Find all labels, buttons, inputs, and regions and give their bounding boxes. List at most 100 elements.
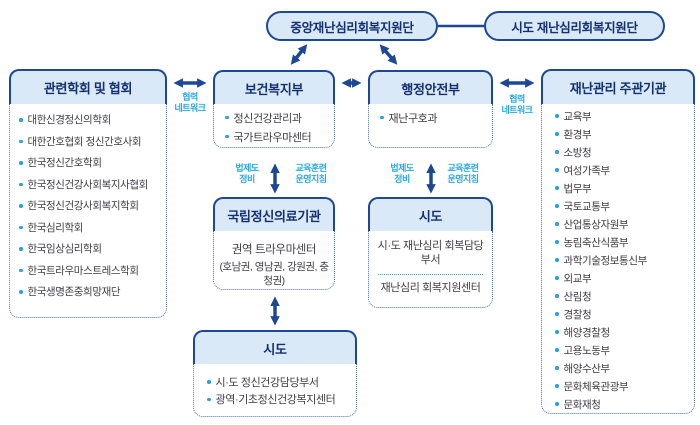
bullet-icon	[380, 115, 384, 120]
list-item: 광역·기초정신건강복지센터	[207, 391, 354, 409]
pill-central-label: 중앙재난심리회복지원단	[290, 20, 414, 35]
list-item-label: 과학기술정보통신부	[563, 254, 648, 267]
list-item-label: 해양수산부	[563, 362, 611, 375]
label-training-right: 교육훈련 운영지침	[447, 163, 479, 184]
list-item: 고용노동부	[555, 341, 692, 359]
list-item-label: 교육부	[563, 110, 592, 123]
list-item: 환경부	[555, 125, 692, 143]
list-item-label: 정신건강관리과	[233, 112, 302, 125]
double-arrow-central-mois	[379, 44, 398, 65]
list-item-label: 환경부	[563, 128, 592, 141]
section-divider	[378, 274, 483, 275]
list-item-label: 해양경찰청	[563, 326, 611, 339]
list-item: 한국정신건강사회복지사협회	[19, 174, 164, 196]
label-training-left: 교육훈련 운영지침	[295, 163, 327, 184]
box-national-mental-body: 권역 트라우마센터 (호남권, 영남권, 강원권, 충청권)	[213, 231, 335, 290]
list-item-label: 광역·기초정신건강복지센터	[215, 394, 336, 407]
list-item-label: 법무부	[563, 182, 592, 195]
bullet-icon	[555, 114, 559, 118]
mois-list: 재난구호과	[368, 104, 493, 148]
list-item-label: 문화체육관광부	[563, 380, 629, 393]
box-associations-header: 관련학회 및 협회	[9, 69, 167, 104]
list-item-label: 한국정신건강사회복지학회	[27, 200, 140, 213]
list-item: 외교부	[555, 269, 692, 287]
list-item-label: 대한신경정신의학회	[27, 114, 112, 127]
list-item-label: 여성가족부	[563, 164, 611, 177]
bullet-icon	[19, 247, 23, 251]
list-item-label: 시·도 정신건강담당부서	[215, 376, 320, 389]
box-sido-bottom-header: 시도	[193, 330, 357, 364]
list-item-label: 고용노동부	[563, 344, 611, 357]
list-item-label: 소방청	[563, 146, 592, 159]
pill-sido-support-group: 시도 재난심리회복지원단	[484, 11, 665, 41]
bullet-icon	[555, 366, 559, 370]
pill-central-support-group: 중앙재난심리회복지원단	[266, 11, 438, 41]
list-item: 농림축산식품부	[555, 233, 692, 251]
list-item-label: 국가트라우마센터	[233, 131, 312, 144]
bullet-icon	[555, 276, 559, 280]
box-sido-bottom: 시도 시·도 정신건강담당부서 광역·기초정신건강복지센터	[193, 330, 357, 417]
list-item: 한국정신건강사회복지학회	[19, 195, 164, 217]
list-item: 산림청	[555, 287, 692, 305]
list-item: 국가트라우마센터	[225, 127, 332, 146]
bullet-icon	[555, 384, 559, 388]
bullet-icon	[207, 380, 211, 384]
list-item: 시·도 정신건강담당부서	[207, 373, 354, 391]
bullet-icon	[555, 132, 559, 136]
list-item-label: 경찰청	[563, 308, 592, 321]
bullet-icon	[555, 240, 559, 244]
box-disaster-agencies-title: 재난관리 주관기관	[569, 81, 667, 96]
bullet-icon	[19, 225, 23, 229]
sido-recovery-dept-label: 시·도 재난심리 회복담당부서	[377, 240, 484, 266]
list-item: 한국임상심리학회	[19, 238, 164, 260]
bullet-icon	[555, 348, 559, 352]
list-item: 과학기술정보통신부	[555, 251, 692, 269]
list-item: 법무부	[555, 179, 692, 197]
box-mois-title: 행정안전부	[401, 81, 460, 97]
box-national-mental-header: 국립정신의료기관	[213, 197, 335, 231]
list-item: 여성가족부	[555, 161, 692, 179]
list-item: 문화재청	[555, 395, 692, 413]
list-item-label: 한국임상심리학회	[27, 243, 102, 256]
list-item: 국토교통부	[555, 197, 692, 215]
bullet-icon	[555, 186, 559, 190]
list-item-label: 산업통상자원부	[563, 218, 629, 231]
bullet-icon	[19, 161, 23, 165]
box-mohw-title: 보건복지부	[244, 81, 304, 97]
box-sido-bottom-title: 시도	[263, 341, 287, 357]
box-sido-mid: 시도 시·도 재난심리 회복담당부서 재난심리 회복지원센터	[368, 197, 493, 308]
bullet-icon	[19, 290, 23, 294]
regional-trauma-center-regions: (호남권, 영남권, 강원권, 충청권)	[219, 261, 329, 287]
label-legal-right: 법제도 정비	[390, 163, 414, 184]
bullet-icon	[19, 268, 23, 272]
bullet-icon	[555, 294, 559, 298]
list-item: 문화체육관광부	[555, 377, 692, 395]
list-item: 경찰청	[555, 305, 692, 323]
list-item-label: 농림축산식품부	[563, 236, 629, 249]
box-mois: 행정안전부 재난구호과	[368, 70, 493, 148]
bullet-icon	[19, 182, 23, 186]
bullet-icon	[225, 134, 229, 139]
bullet-icon	[555, 150, 559, 154]
list-item-label: 한국정신건강사회복지사협회	[27, 178, 149, 191]
sido-bottom-list: 시·도 정신건강담당부서 광역·기초정신건강복지센터	[193, 364, 357, 417]
bullet-icon	[555, 204, 559, 208]
pill-sido-label: 시도 재난심리회복지원단	[511, 20, 638, 35]
list-item: 대한간호협회 정신간호사회	[19, 131, 164, 153]
list-item: 정신건강관리과	[225, 108, 332, 127]
list-item: 해양경찰청	[555, 323, 692, 341]
label-coop-network-right: 협력 네트워크	[501, 94, 533, 115]
associations-list: 대한신경정신의학회 대한간호협회 정신간호사회 한국정신간호학회 한국정신건강사…	[9, 104, 167, 318]
list-item-label: 대한간호협회 정신간호사회	[27, 135, 142, 148]
list-item: 소방청	[555, 143, 692, 161]
list-item-label: 문화재청	[563, 398, 601, 411]
box-disaster-agencies: 재난관리 주관기관 교육부 환경부 소방청	[541, 69, 695, 414]
bullet-icon	[555, 168, 559, 172]
list-item-label: 한국트라우마스트레스학회	[27, 264, 140, 277]
box-mohw: 보건복지부 정신건강관리과 국가트라우마센터	[213, 70, 335, 148]
mohw-list: 정신건강관리과 국가트라우마센터	[213, 104, 335, 148]
box-sido-mid-header: 시도	[368, 197, 493, 231]
disaster-agencies-list: 교육부 환경부 소방청 여성가족부	[541, 104, 695, 414]
box-disaster-agencies-header: 재난관리 주관기관	[541, 69, 695, 104]
